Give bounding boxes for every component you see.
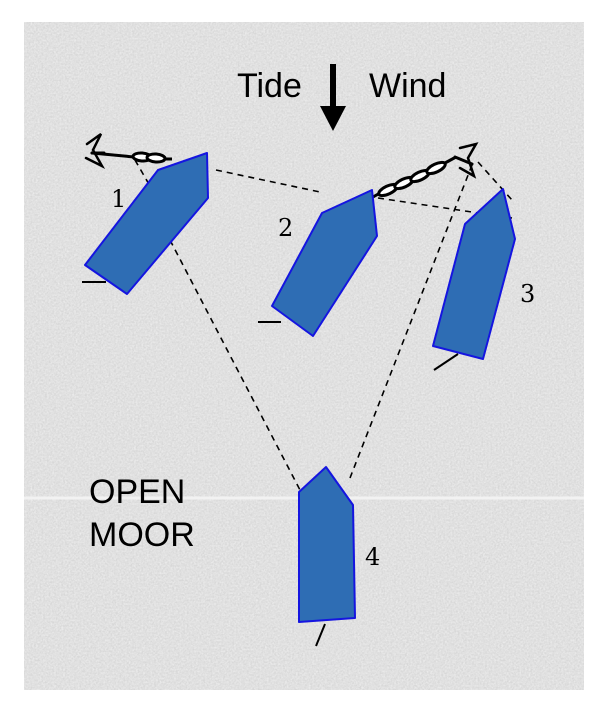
boat-3-label: 3 — [520, 280, 535, 308]
boat-2-label: 2 — [278, 214, 293, 242]
boat-1-label: 1 — [111, 185, 126, 213]
mooring-line-3-anchor — [477, 161, 513, 201]
open-moor-title-line1: OPEN — [89, 473, 185, 511]
anchor-left-icon — [84, 132, 136, 169]
boat-1: 1 — [82, 152, 209, 295]
boat-3-stern-line — [433, 353, 459, 371]
boat-4-label: 4 — [365, 543, 380, 571]
boat-4-hull — [298, 466, 356, 623]
boat-3: 3 — [432, 188, 535, 371]
open-moor-title-line2: MOOR — [89, 516, 195, 554]
mooring-line-1-4 — [169, 239, 301, 491]
boat-3-hull — [432, 188, 516, 360]
tide-wind-arrow — [320, 64, 346, 131]
wind-label: Wind — [369, 67, 446, 105]
chain-left-icon — [131, 151, 172, 164]
mooring-line-1-2 — [215, 169, 321, 193]
anchor-right-icon — [453, 142, 479, 179]
boat-4: 4 — [298, 466, 380, 647]
chain-right-icon — [372, 155, 457, 199]
boat-2-hull — [271, 189, 378, 337]
boat-1-hull — [84, 152, 209, 295]
boat-2: 2 — [258, 189, 378, 337]
mooring-line-1-anchor — [134, 159, 151, 187]
mooring-line-anchor-4 — [349, 164, 473, 479]
boat-4-stern-line — [315, 623, 326, 647]
tide-label: Tide — [237, 67, 302, 105]
